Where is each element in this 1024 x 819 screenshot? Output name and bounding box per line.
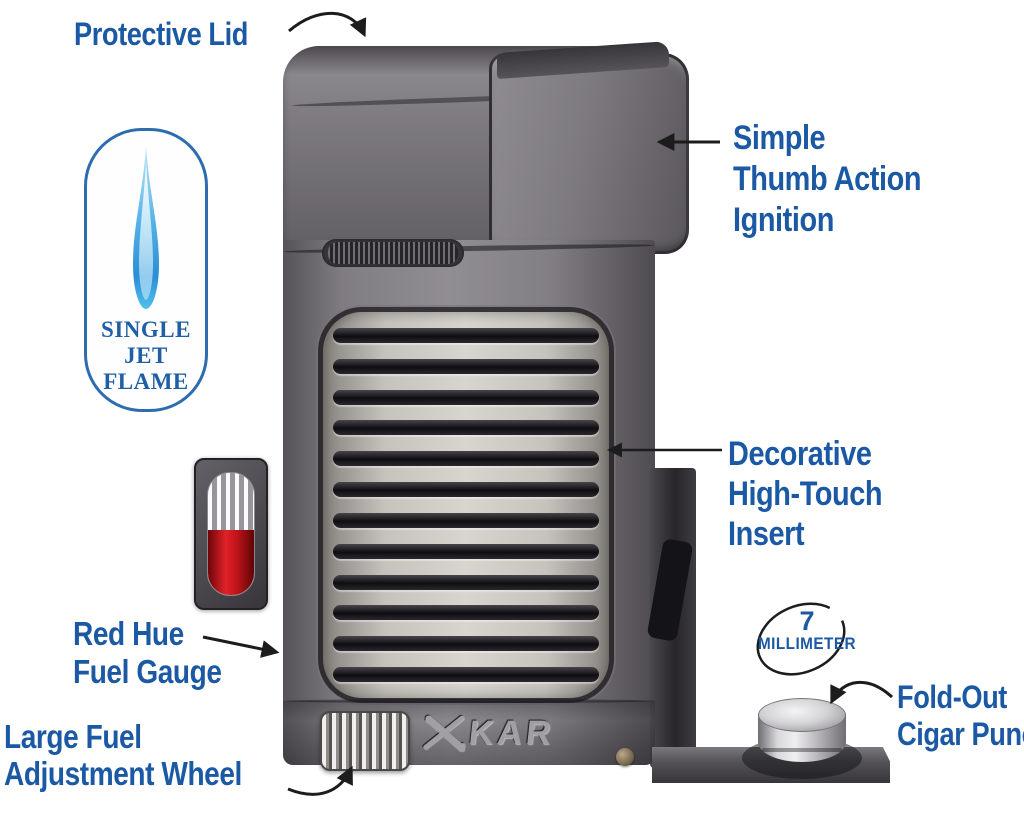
jet-flame-icon	[133, 146, 159, 309]
label-decorative-insert: Decorative High-Touch Insert	[728, 434, 883, 554]
brand-text: KAR	[467, 713, 557, 752]
fuel-gauge-empty-portion	[208, 473, 254, 531]
label-line: Fuel Gauge	[73, 653, 222, 690]
fuel-level-red	[208, 530, 254, 595]
label-line: High-Touch	[728, 475, 883, 513]
insert-slat	[333, 451, 599, 467]
fuel-adjustment-wheel	[320, 711, 410, 771]
insert-slat	[333, 328, 599, 343]
label-protective-lid: Protective Lid	[74, 16, 248, 53]
label-cigar-punch: Fold-Out Cigar Punch	[897, 679, 1024, 753]
label-line: Protective Lid	[74, 16, 248, 52]
label-line: Cigar Punch	[897, 716, 1024, 752]
badge-line: SINGLE	[101, 317, 191, 342]
insert-slat	[333, 389, 599, 405]
badge-text: SINGLE JET FLAME	[87, 317, 205, 395]
insert-slat	[333, 543, 599, 559]
fuel-gauge-graphic	[194, 458, 268, 610]
label-line: Adjustment Wheel	[4, 755, 242, 792]
label-line: Ignition	[733, 201, 834, 239]
badge-line: FLAME	[103, 369, 189, 394]
insert-slat	[333, 482, 599, 498]
punch-size-callout: 7 MILLIMETER	[737, 606, 877, 654]
label-line: Simple	[733, 119, 826, 157]
insert-slats	[333, 328, 599, 682]
size-number: 7	[799, 606, 815, 636]
decorative-insert-panel	[318, 307, 614, 703]
label-line: Decorative	[728, 435, 872, 473]
label-fuel-gauge: Red Hue Fuel Gauge	[73, 615, 222, 691]
label-line: Red Hue	[73, 615, 184, 652]
label-line: Insert	[728, 515, 805, 553]
badge-line: JET	[124, 343, 168, 368]
label-thumb-action-ignition: Simple Thumb Action Ignition	[733, 118, 922, 241]
insert-slat	[333, 574, 599, 590]
insert-slat	[333, 358, 599, 374]
insert-slat	[333, 605, 599, 621]
xikar-x-icon	[423, 715, 466, 751]
thumb-ignition-button	[489, 53, 689, 254]
size-unit: MILLIMETER	[757, 634, 856, 653]
insert-slat	[333, 636, 599, 652]
fuel-gauge-window	[207, 472, 255, 596]
insert-slat	[333, 420, 599, 436]
xikar-logo: KAR	[422, 712, 557, 754]
knurled-strip	[322, 239, 464, 267]
punch-cylinder-top	[758, 698, 846, 732]
base-seam	[284, 699, 654, 703]
single-jet-flame-badge: SINGLE JET FLAME	[84, 128, 208, 412]
label-line: Large Fuel	[4, 718, 142, 755]
insert-slat	[333, 512, 599, 528]
cigar-punch-button	[758, 698, 846, 770]
screw	[616, 748, 634, 766]
label-line: Thumb Action	[733, 160, 922, 198]
insert-slat	[333, 666, 599, 682]
label-line: Fold-Out	[897, 679, 1007, 715]
label-adjustment-wheel: Large Fuel Adjustment Wheel	[4, 718, 242, 792]
